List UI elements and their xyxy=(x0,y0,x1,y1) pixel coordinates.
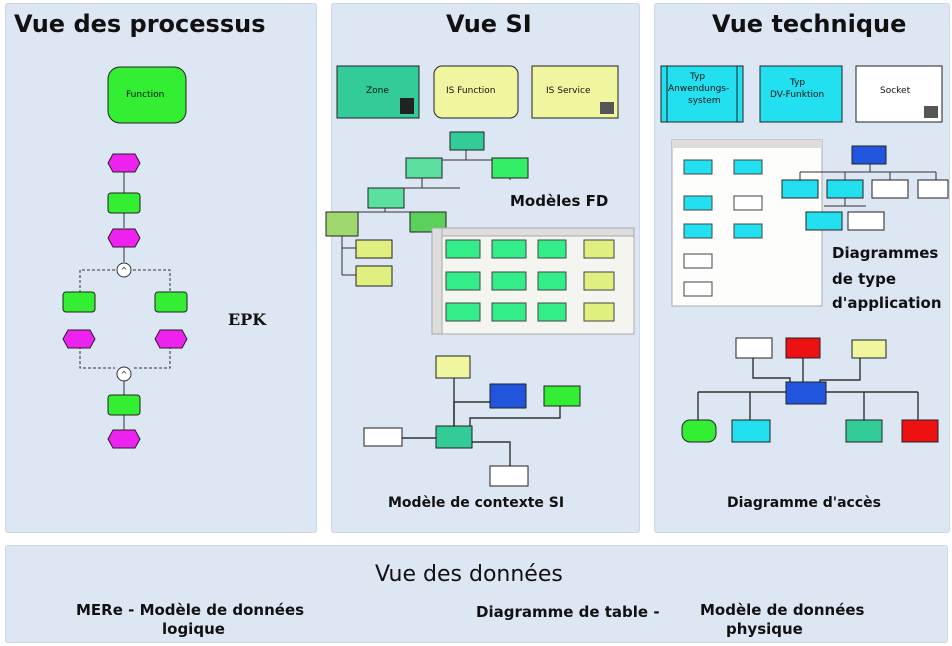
epk-label: EPK xyxy=(228,310,267,329)
data-logical-label-1: MERe - Modèle de données xyxy=(76,601,305,619)
access-diagram-label: Diagramme d'accès xyxy=(727,495,881,511)
data-physical-label-1: Modèle de données xyxy=(700,601,865,619)
data-logical-label-2: logique xyxy=(162,620,225,638)
typ-anw-label-1: Typ xyxy=(690,72,706,82)
app-type-label-1: Diagrammes xyxy=(832,244,939,262)
is-function-label: IS Function xyxy=(446,86,496,96)
zone-label: Zone xyxy=(366,86,389,96)
process-view-title: Vue des processus xyxy=(14,10,266,38)
data-view-panel xyxy=(5,545,948,643)
data-table-label: Diagramme de table - xyxy=(476,603,660,621)
si-context-label: Modèle de contexte SI xyxy=(388,495,565,511)
is-service-label: IS Service xyxy=(546,86,591,96)
socket-label: Socket xyxy=(880,86,911,96)
app-type-label-2: de type xyxy=(832,270,896,288)
typ-dv-label-2: DV-Funktion xyxy=(770,90,825,100)
app-type-label-3: d'application xyxy=(832,294,942,312)
data-view-title: Vue des données xyxy=(375,562,563,587)
function-symbol-label: Function xyxy=(126,90,165,100)
si-view-panel xyxy=(331,3,640,533)
process-view-panel xyxy=(5,3,317,533)
si-view-title: Vue SI xyxy=(446,10,532,38)
models-fd-label: Modèles FD xyxy=(510,192,609,210)
typ-dv-label-1: Typ xyxy=(790,78,806,88)
data-physical-label-2: physique xyxy=(726,620,803,638)
technical-view-title: Vue technique xyxy=(712,10,907,38)
typ-anw-label-2: Anwendungs- xyxy=(668,84,730,94)
typ-anw-label-3: system xyxy=(688,96,721,106)
